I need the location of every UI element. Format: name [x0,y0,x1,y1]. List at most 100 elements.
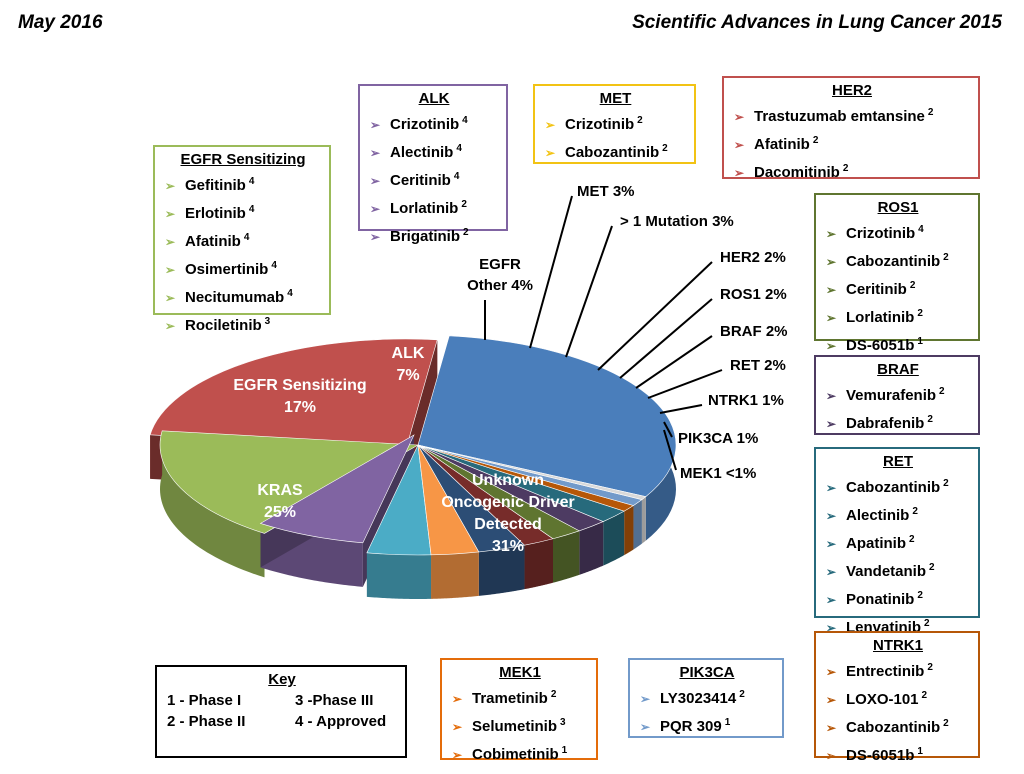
box-title: ROS1 [877,199,919,216]
phase-superscript: 2 [909,280,916,291]
pie-slice [417,335,677,497]
phase-superscript: 4 [248,204,255,215]
drug-name: Cabozantinib [846,719,941,736]
arrow-bullet-icon: ➢ [826,255,837,269]
pie-slice-rim [603,511,625,566]
drug-name: Entrectinib [846,663,925,680]
phase-superscript: 4 [248,176,255,187]
phase-superscript: 2 [927,107,934,118]
drug-name: Afatinib [185,233,241,250]
drug-name: DS-6051b [846,747,915,764]
pie-label-multi-mutation: > 1 Mutation 3% [620,213,734,230]
phase-superscript: 3 [560,717,566,728]
arrow-bullet-icon: ➢ [165,291,176,305]
drug-name: Ceritinib [846,281,907,298]
drug-name: Cabozantinib [565,144,660,161]
pie-slice-side [524,538,554,590]
phase-superscript: 2 [943,252,949,263]
phase-superscript: 2 [929,562,935,573]
drug-name: Osimertinib [185,261,269,278]
pie-slice-rim [633,499,642,550]
arrow-bullet-icon: ➢ [640,692,651,706]
phase-superscript: 2 [912,506,918,517]
pie-slice-side [633,499,642,550]
drug-name: PQR 309 [660,718,722,735]
drug-name: Trastuzumab emtansine [754,108,925,125]
drug-name: Erlotinib [185,205,246,222]
leader-line [663,429,677,471]
drug-name: Selumetinib [472,718,558,735]
phase-superscript: 2 [812,135,819,146]
arrow-bullet-icon: ➢ [826,565,837,579]
pie-slice [417,444,647,500]
arrow-bullet-icon: ➢ [545,146,556,160]
pie-slice-side [366,552,432,599]
arrow-bullet-icon: ➢ [826,665,837,679]
arrow-bullet-icon: ➢ [640,720,651,734]
box-title: HER2 [831,82,872,99]
phase-superscript: 2 [924,618,930,629]
phase-superscript: 3 [264,316,271,327]
arrow-bullet-icon: ➢ [370,118,381,132]
arrow-bullet-icon: ➢ [826,339,837,353]
key-box: Key 1 - Phase I 3 -Phase III 2 - Phase I… [155,665,407,758]
arrow-bullet-icon: ➢ [370,230,381,244]
phase-superscript: 1 [917,746,923,757]
pie-label-ros1: ROS1 2% [720,286,787,303]
phase-superscript: 2 [550,689,557,700]
arrow-bullet-icon: ➢ [545,118,556,132]
phase-superscript: 2 [927,414,933,425]
pie-label-mek1: MEK1 <1% [680,465,756,482]
drug-name: Vandetanib [846,563,927,580]
box-title: MEK1 [499,664,541,681]
arrow-bullet-icon: ➢ [165,319,176,333]
phase-superscript: 2 [463,227,469,238]
phase-superscript: 4 [462,115,468,126]
pie-slice-side [431,551,479,599]
pie-slice-rim [524,538,554,590]
drug-name: Ceritinib [390,172,451,189]
key-entry: 1 - Phase I [167,692,242,709]
leader-line [619,298,713,379]
drug-name: Brigatinib [390,228,460,245]
drug-name: Necitumumab [185,289,285,306]
drug-name: Lorlatinib [846,309,915,326]
leader-line [659,404,703,414]
pie-slice-rim [431,551,479,599]
phase-superscript: 4 [918,224,924,235]
phase-superscript: 4 [287,288,293,299]
